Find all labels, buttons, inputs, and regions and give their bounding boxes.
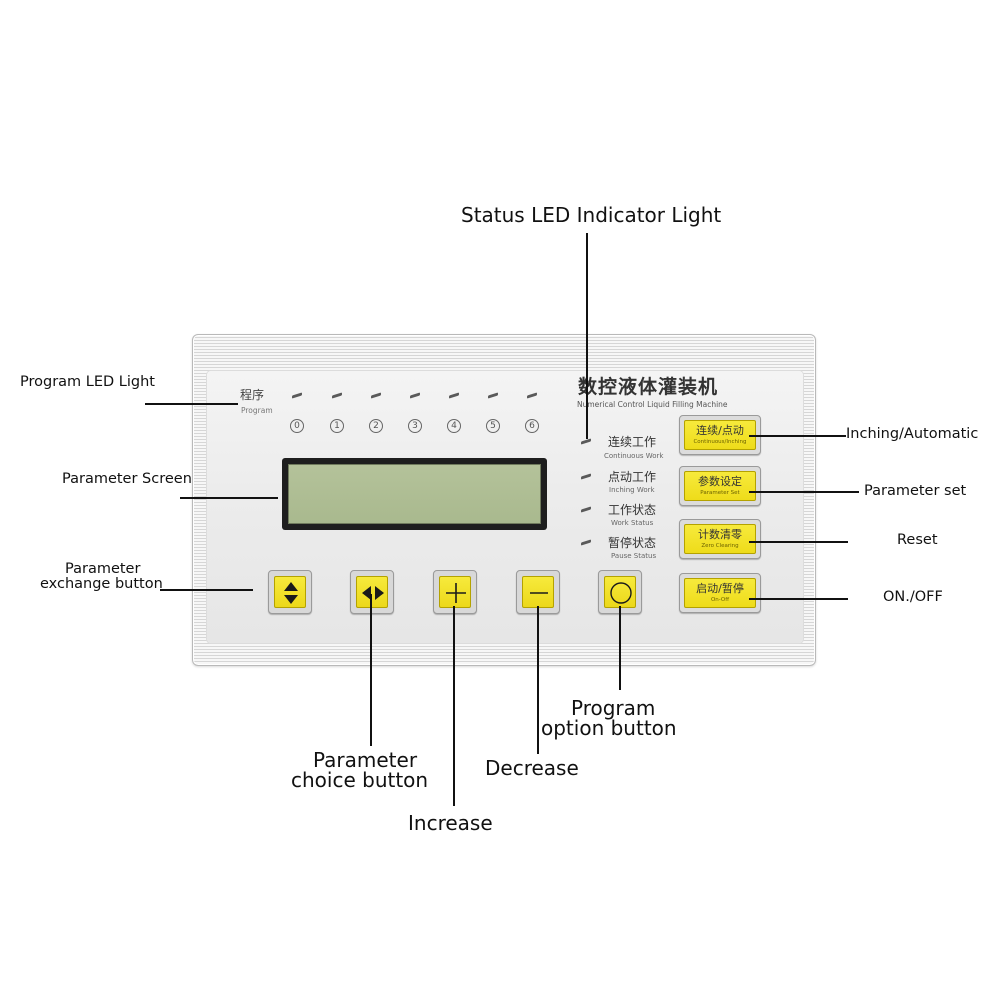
- annotation-parameter-choice-line1: Parameter: [313, 748, 418, 772]
- program-digit-3: 3: [408, 419, 422, 433]
- parameter-set-button[interactable]: 参数设定 Parameter Set: [679, 466, 761, 506]
- leader-line-parameter-exchange: [160, 589, 253, 591]
- inching-automatic-button-face: 连续/点动 Continuous/Inching: [684, 420, 756, 450]
- leader-line-program-option: [619, 606, 621, 690]
- parameter-exchange-button[interactable]: [268, 570, 312, 614]
- leader-line-parameter-choice: [370, 594, 372, 746]
- leader-line-status-led: [586, 233, 588, 439]
- minus-icon: [530, 592, 548, 594]
- leader-line-reset: [749, 541, 848, 543]
- machine-title-en: Numerical Control Liquid Filling Machine: [577, 400, 728, 409]
- status-label-pause-zh: 暂停状态: [608, 536, 657, 550]
- annotation-program-option-line2: option button: [541, 716, 677, 740]
- parameter-screen: [282, 458, 547, 530]
- reset-button-face: 计数清零 Zero Clearing: [684, 524, 756, 554]
- leader-line-parameter-screen: [180, 497, 278, 499]
- machine-title-zh: 数控液体灌装机: [578, 376, 719, 398]
- parameter-set-button-face: 参数设定 Parameter Set: [684, 471, 756, 501]
- up-down-arrows-icon: [284, 582, 298, 604]
- leader-line-program-led: [145, 403, 238, 405]
- on-off-button-label-zh: 启动/暂停: [696, 582, 744, 595]
- inching-automatic-button[interactable]: 连续/点动 Continuous/Inching: [679, 415, 761, 455]
- program-digit-5: 5: [486, 419, 500, 433]
- leader-line-on-off: [749, 598, 848, 600]
- annotation-reset: Reset: [897, 532, 938, 548]
- status-label-inching-zh: 点动工作: [608, 470, 657, 484]
- annotation-parameter-exchange-line2: exchange button: [40, 576, 163, 592]
- status-label-inching-en: Inching Work: [609, 486, 655, 494]
- program-digit-6: 6: [525, 419, 539, 433]
- annotation-increase: Increase: [408, 811, 493, 835]
- annotation-program-led: Program LED Light: [20, 374, 155, 390]
- status-label-continuous-en: Continuous Work: [604, 452, 664, 460]
- annotation-parameter-exchange-line1: Parameter: [65, 561, 141, 577]
- status-label-work-zh: 工作状态: [608, 503, 657, 517]
- decrease-button-face: [522, 576, 554, 608]
- left-right-arrows-icon: [362, 586, 384, 600]
- program-option-button-face: [604, 576, 636, 608]
- annotation-status-led: Status LED Indicator Light: [461, 203, 722, 227]
- lcd-display: [288, 464, 541, 524]
- circle-icon: [610, 582, 632, 604]
- parameter-choice-button[interactable]: [350, 570, 394, 614]
- increase-button-face: [439, 576, 471, 608]
- annotation-on-off: ON./OFF: [883, 589, 943, 605]
- leader-line-decrease: [537, 606, 539, 754]
- parameter-set-button-label-en: Parameter Set: [700, 490, 740, 496]
- reset-button-label-en: Zero Clearing: [701, 543, 739, 549]
- program-label-en: Program: [241, 406, 273, 415]
- inching-automatic-button-label-zh: 连续/点动: [696, 424, 744, 437]
- on-off-button[interactable]: 启动/暂停 On-Off: [679, 573, 761, 613]
- program-digit-4: 4: [447, 419, 461, 433]
- parameter-choice-button-face: [356, 576, 388, 608]
- increase-button[interactable]: [433, 570, 477, 614]
- annotation-parameter-choice-line2: choice button: [291, 768, 429, 792]
- parameter-set-button-label-zh: 参数设定: [698, 475, 742, 488]
- plus-icon: [446, 583, 466, 603]
- annotation-program-option-line1: Program: [571, 696, 656, 720]
- annotation-inching-automatic: Inching/Automatic: [846, 426, 979, 442]
- program-digit-2: 2: [369, 419, 383, 433]
- status-label-work-en: Work Status: [611, 519, 654, 527]
- leader-line-parameter-set: [749, 491, 859, 493]
- annotation-parameter-screen: Parameter Screen: [62, 471, 192, 487]
- program-digit-0: 0: [290, 419, 304, 433]
- annotation-parameter-set: Parameter set: [864, 483, 967, 499]
- on-off-button-label-en: On-Off: [710, 597, 730, 603]
- status-label-pause-en: Pause Status: [611, 552, 657, 560]
- reset-button-label-zh: 计数清零: [698, 528, 742, 541]
- annotation-decrease: Decrease: [485, 756, 579, 780]
- status-label-continuous-zh: 连续工作: [608, 435, 657, 449]
- program-label-zh: 程序: [240, 388, 265, 402]
- leader-line-increase: [453, 606, 455, 806]
- inching-automatic-button-label-en: Continuous/Inching: [693, 439, 747, 445]
- reset-button[interactable]: 计数清零 Zero Clearing: [679, 519, 761, 559]
- parameter-exchange-button-face: [274, 576, 306, 608]
- leader-line-inching-automatic: [749, 435, 846, 437]
- on-off-button-face: 启动/暂停 On-Off: [684, 578, 756, 608]
- program-digit-1: 1: [330, 419, 344, 433]
